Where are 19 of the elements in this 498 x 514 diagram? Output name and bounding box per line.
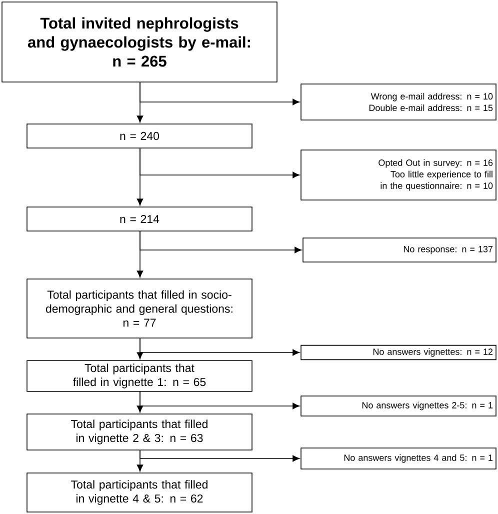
arrow — [140, 338, 300, 356]
process-box: Total participants that filled in socio-demographic and general questions: n = 77 — [26, 278, 252, 338]
arrow — [140, 391, 300, 410]
process-box: Total invited nephrologists and gynaecologists by e-mail: n = 265 — [2, 2, 278, 82]
arrow — [140, 231, 302, 254]
exclusion-box: Opted Out in survey: n = 16 Too little experience to fill in the questionnaire: n = 10 — [300, 150, 496, 200]
exclusion-box: No answers vignettes: n = 12 — [300, 344, 496, 360]
process-box: Total participants that filled in vignette 4 & 5: n = 62 — [26, 472, 252, 512]
process-box: n = 240 — [26, 124, 252, 148]
process-box: Total participants that filled in vignette 2 & 3: n = 63 — [26, 414, 252, 450]
exclusion-box: No response: n = 137 — [302, 238, 496, 262]
process-box: n = 214 — [26, 206, 252, 232]
arrow — [140, 82, 300, 106]
exclusion-box: Wrong e-mail address: n = 10 Double e-mail address: n = 15 — [300, 84, 496, 120]
arrow — [140, 148, 300, 178]
arrow — [140, 450, 300, 462]
process-box: Total participants that filled in vignette 1: n = 65 — [26, 360, 252, 392]
exclusion-box: No answers vignettes 4 and 5: n = 1 — [300, 448, 496, 470]
exclusion-box: No answers vignettes 2-5: n = 1 — [300, 396, 496, 416]
